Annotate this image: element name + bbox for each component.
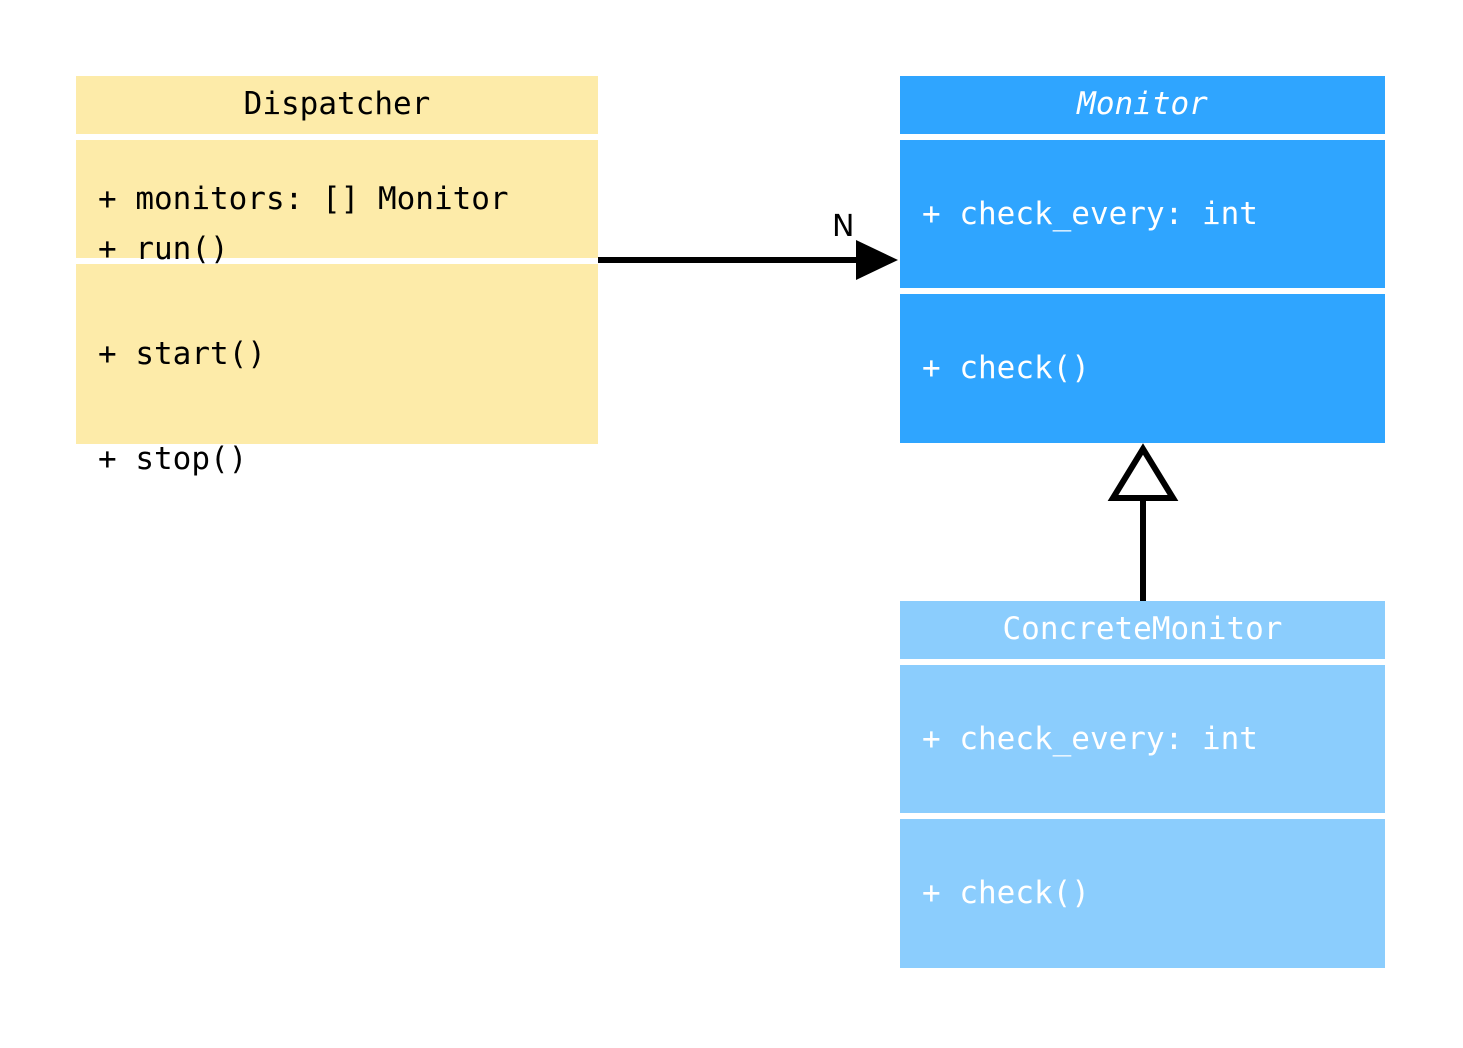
- generalization-hollow-triangle-icon: [1107, 443, 1179, 501]
- method-item: + stop(): [98, 440, 248, 477]
- class-attributes-compartment-dispatcher: + monitors: [] Monitor: [76, 140, 598, 258]
- class-attributes-compartment-monitor: + check_every: int: [900, 140, 1385, 288]
- method-item: + check(): [922, 875, 1090, 911]
- class-box-dispatcher[interactable]: Dispatcher + monitors: [] Monitor + run(…: [76, 76, 598, 476]
- class-title-compartment-concrete-monitor: ConcreteMonitor: [900, 601, 1385, 659]
- class-name-dispatcher: Dispatcher: [243, 86, 431, 123]
- class-name-monitor: Monitor: [1077, 86, 1208, 123]
- association-arrowhead-icon: [856, 240, 898, 280]
- generalization-concrete-monitor-to-monitor: [1107, 443, 1179, 601]
- class-methods-compartment-monitor: + check(): [900, 294, 1385, 443]
- class-methods-compartment-dispatcher: + run() + start() + stop(): [76, 231, 598, 476]
- class-box-concrete-monitor[interactable]: ConcreteMonitor + check_every: int + che…: [900, 601, 1385, 968]
- class-title-compartment-dispatcher: Dispatcher: [76, 76, 598, 134]
- attribute-item: + check_every: int: [922, 195, 1258, 232]
- method-item: + start(): [98, 335, 266, 372]
- attribute-item: + check_every: int: [922, 720, 1258, 757]
- attribute-list-monitor: + check_every: int: [900, 127, 1385, 302]
- class-box-monitor[interactable]: Monitor + check_every: int + check(): [900, 76, 1385, 443]
- attribute-item: + monitors: [] Monitor: [98, 180, 509, 217]
- attribute-list-dispatcher: + monitors: [] Monitor: [76, 112, 598, 287]
- class-title-compartment-monitor: Monitor: [900, 76, 1385, 134]
- method-item: + check(): [922, 350, 1090, 386]
- method-list-dispatcher: + run() + start() + stop(): [76, 162, 598, 547]
- association-dispatcher-to-monitor: [598, 240, 898, 280]
- class-methods-compartment-concrete-monitor: + check(): [900, 819, 1385, 968]
- attribute-list-concrete-monitor: + check_every: int: [900, 652, 1385, 827]
- association-multiplicity-label: N: [832, 209, 855, 244]
- method-item: + run(): [98, 230, 229, 267]
- method-list-concrete-monitor: + check(): [900, 806, 1385, 981]
- class-name-concrete-monitor: ConcreteMonitor: [1002, 611, 1283, 648]
- class-attributes-compartment-concrete-monitor: + check_every: int: [900, 665, 1385, 813]
- method-list-monitor: + check(): [900, 281, 1385, 456]
